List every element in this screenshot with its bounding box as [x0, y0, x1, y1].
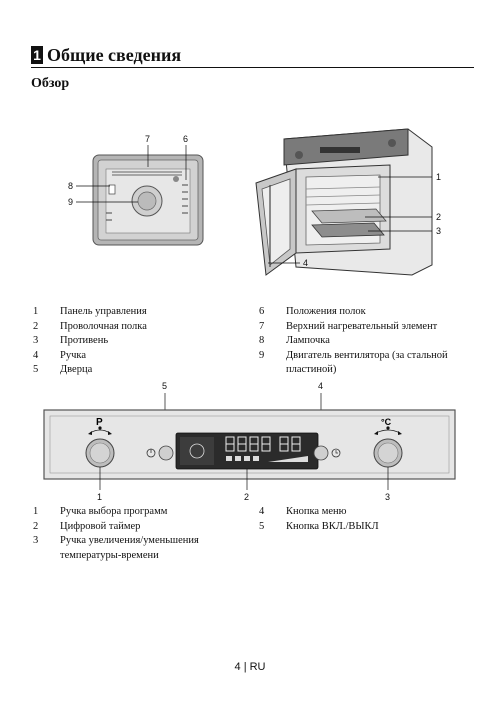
- subsection-title: Обзор: [31, 76, 70, 91]
- section-number-badge: 1: [31, 46, 43, 64]
- svg-text:6: 6: [183, 134, 188, 144]
- svg-text:3: 3: [385, 492, 390, 502]
- oven-perspective-callouts: 1 2 3 4: [268, 172, 441, 268]
- control-panel-diagram: 5 4 P °: [43, 381, 456, 502]
- section-title: Общие сведения: [47, 45, 182, 65]
- language-code: RU: [249, 661, 266, 673]
- svg-text:4: 4: [303, 258, 308, 268]
- svg-text:2: 2: [436, 212, 441, 222]
- page-footer: 4 | RU: [0, 661, 500, 673]
- footer-separator: |: [243, 661, 247, 673]
- digital-timer-display: [175, 432, 319, 470]
- oven-diagram: 7 6 8 9 1 2 3 4: [68, 128, 441, 276]
- oven-front-view: [92, 154, 204, 246]
- page-number: 4: [234, 661, 241, 673]
- section-divider: [31, 67, 474, 68]
- program-selector-knob[interactable]: P: [85, 417, 115, 468]
- svg-text:1: 1: [436, 172, 441, 182]
- svg-text:9: 9: [68, 197, 73, 207]
- temperature-time-knob[interactable]: °C: [373, 417, 403, 468]
- oven-perspective-view: [255, 128, 433, 276]
- svg-text:1: 1: [97, 492, 102, 502]
- svg-text:5: 5: [162, 381, 167, 391]
- svg-text:7: 7: [145, 134, 150, 144]
- on-off-button[interactable]: [146, 445, 174, 461]
- panel-callouts-bottom: 1 2 3: [97, 467, 390, 502]
- svg-text:4: 4: [318, 381, 323, 391]
- svg-text:3: 3: [436, 226, 441, 236]
- svg-text:8: 8: [68, 181, 73, 191]
- menu-button[interactable]: [313, 445, 341, 461]
- svg-text:2: 2: [244, 492, 249, 502]
- svg-text:P: P: [96, 417, 103, 428]
- svg-text:°C: °C: [381, 417, 392, 427]
- oven-front-callouts: 7 6 8 9: [68, 134, 188, 207]
